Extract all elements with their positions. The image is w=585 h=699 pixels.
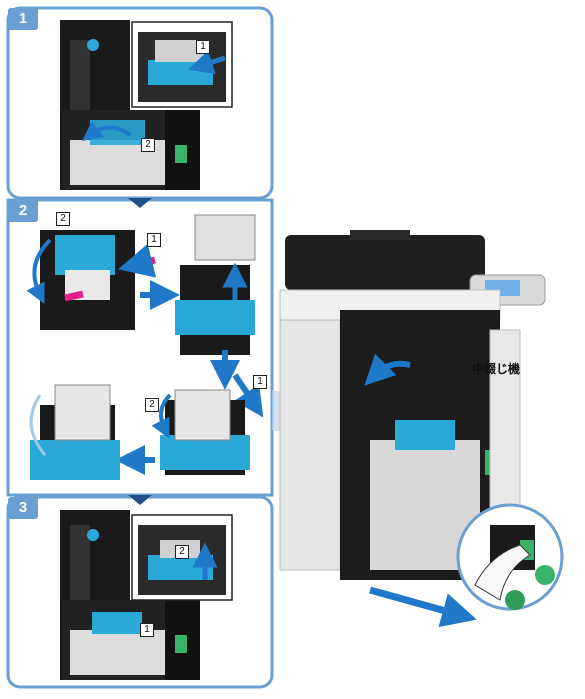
step-2-callout-c: 1 <box>253 375 267 389</box>
step-3-illustration <box>60 510 233 680</box>
step-1-callout-2: 2 <box>141 138 155 152</box>
step-1-badge: 1 <box>8 8 38 30</box>
step-3-callout-b: 1 <box>140 623 154 637</box>
step-3-callout-a: 2 <box>175 545 189 559</box>
step-2-callout-a: 2 <box>56 212 70 226</box>
step-1-callout-1: 1 <box>196 40 210 54</box>
step-divider-arrow <box>128 198 152 208</box>
copier-machine <box>279 230 564 628</box>
step-2-callout-b: 1 <box>147 233 161 247</box>
step-3-badge: 3 <box>8 497 38 519</box>
saddle-stitcher-label: 中綴じ機 <box>472 362 521 376</box>
step-2-badge: 2 <box>8 200 38 222</box>
step-2-illustration <box>26 214 264 480</box>
step-divider-arrow <box>128 495 152 505</box>
step-2-callout-d: 2 <box>145 398 159 412</box>
step-1-illustration <box>60 20 233 190</box>
